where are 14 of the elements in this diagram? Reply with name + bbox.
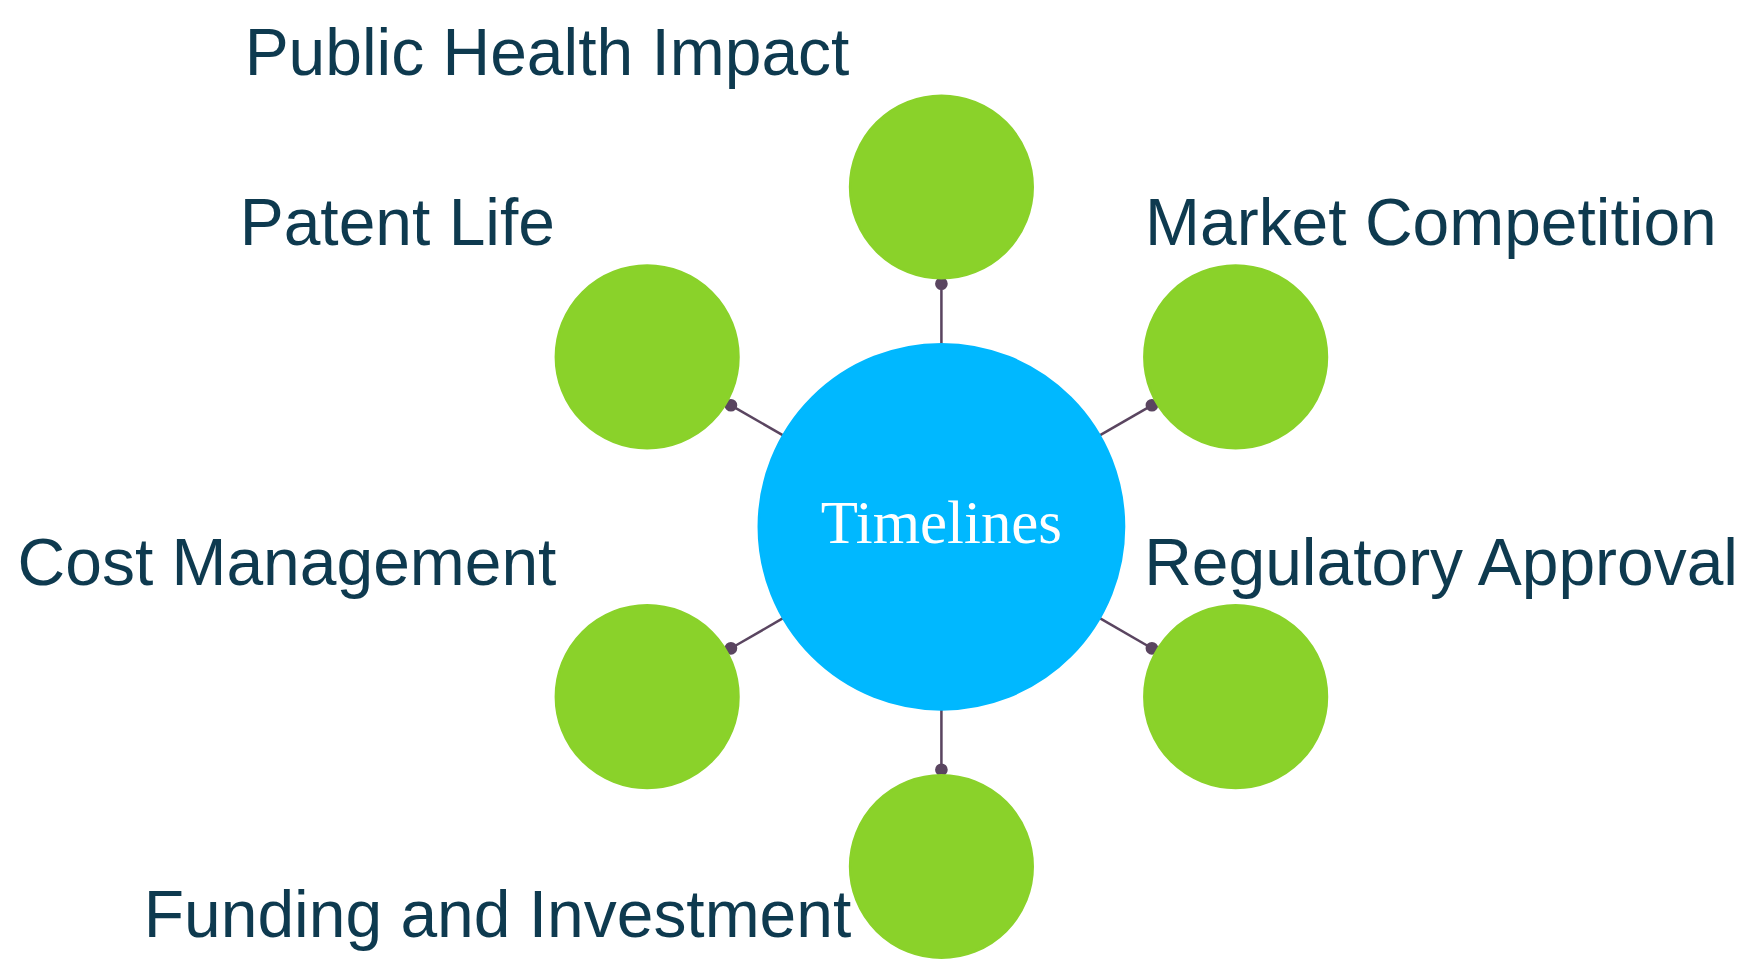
- node-label: Regulatory Approval: [1144, 524, 1738, 599]
- node-label: Patent Life: [239, 184, 555, 259]
- node-label: Cost Management: [17, 524, 557, 599]
- node-circle: [848, 94, 1034, 280]
- node-label: Market Competition: [1145, 184, 1717, 259]
- connector: [724, 398, 784, 437]
- node-label: Public Health Impact: [244, 14, 850, 89]
- node-circle: Timelines: [757, 342, 1126, 711]
- node-label: Funding and Investment: [143, 877, 852, 952]
- connector: [935, 277, 948, 344]
- connector: [935, 709, 948, 777]
- connector: [1099, 398, 1159, 437]
- connector: [1099, 617, 1159, 655]
- connector: [724, 617, 784, 655]
